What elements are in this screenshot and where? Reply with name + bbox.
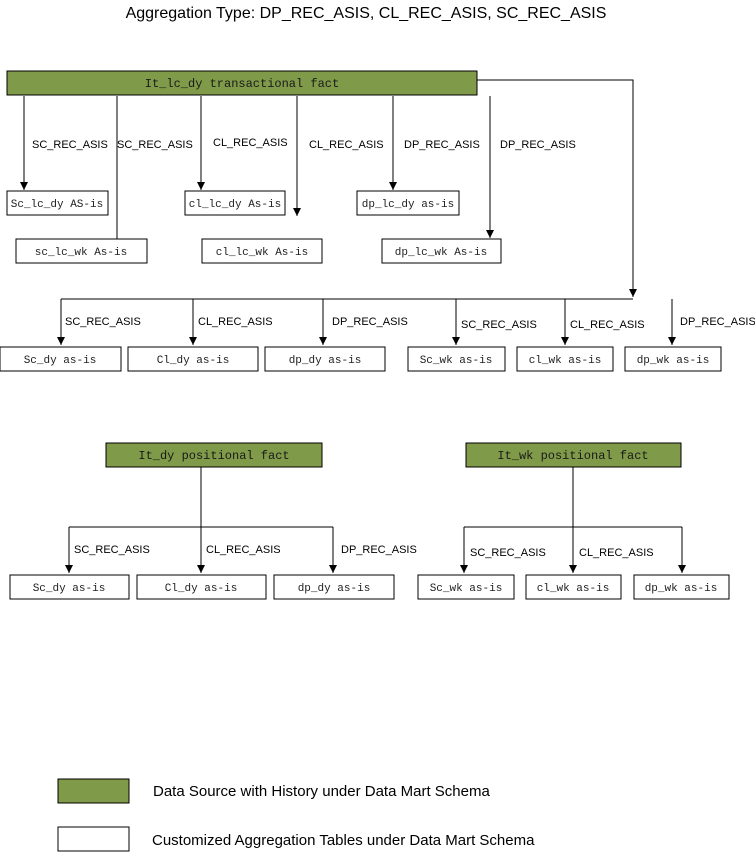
source-node-lc-dy: It_lc_dy transactional fact [6,70,478,96]
source-node-wk: It_wk positional fact [465,442,682,468]
source-node-dy: It_dy positional fact [105,442,323,468]
source-label: It_wk positional fact [497,449,648,463]
table-label: dp_wk as-is [637,355,710,367]
table-node: Sc_wk as-is [417,574,515,600]
edge-label: DP_REC_ASIS [404,139,480,151]
table-node: cl_lc_wk As-is [201,238,323,264]
legend: Data Source with History under Data Mart… [57,778,535,852]
edge-label: CL_REC_ASIS [213,137,288,149]
edge-label: DP_REC_ASIS [680,316,755,328]
edge-label: DP_REC_ASIS [332,316,408,328]
edge-label: SC_REC_ASIS [65,316,141,328]
table-label: Cl_dy as-is [165,583,238,595]
table-label: sc_lc_wk As-is [35,247,127,259]
table-node: sc_lc_wk As-is [15,238,148,264]
diagram-title: Aggregation Type: DP_REC_ASIS, CL_REC_AS… [126,5,607,22]
table-node: Sc_dy as-is [0,346,122,372]
edge-labels: SC_REC_ASIS SC_REC_ASIS CL_REC_ASIS CL_R… [32,137,755,559]
table-node: Sc_lc_dy AS-is [6,190,109,216]
table-node: cl_wk as-is [525,574,622,600]
table-node: cl_lc_dy As-is [184,190,286,216]
table-node: dp_wk as-is [624,346,722,372]
table-label: Sc_lc_dy AS-is [11,199,103,211]
table-node: Sc_wk as-is [407,346,506,372]
table-node: dp_dy as-is [264,346,386,372]
table-label: cl_lc_dy As-is [189,199,281,211]
table-label: Sc_dy as-is [24,355,97,367]
edge-label: DP_REC_ASIS [341,544,417,556]
table-label: cl_lc_wk As-is [216,247,308,259]
table-label: dp_wk as-is [645,583,718,595]
table-label: Sc_dy as-is [33,583,106,595]
edge-label: CL_REC_ASIS [198,316,273,328]
legend-label-source: Data Source with History under Data Mart… [153,783,490,800]
table-node: Cl_dy as-is [136,574,267,600]
table-label: cl_wk as-is [529,355,602,367]
table-node: Sc_dy as-is [9,574,130,600]
table-label: Cl_dy as-is [157,355,230,367]
table-label: dp_dy as-is [289,355,362,367]
edge-label: SC_REC_ASIS [461,319,537,331]
table-label: dp_lc_dy as-is [362,199,454,211]
connectors [20,79,686,573]
table-node: dp_wk as-is [633,574,730,600]
edge-label: SC_REC_ASIS [117,139,193,151]
table-label: Sc_wk as-is [420,355,493,367]
source-label: It_dy positional fact [138,449,289,463]
legend-swatch-source [57,778,130,804]
edge-label: CL_REC_ASIS [206,544,281,556]
edge-label: CL_REC_ASIS [579,547,654,559]
table-node: Cl_dy as-is [127,346,259,372]
table-label: Sc_wk as-is [430,583,503,595]
edge-label: SC_REC_ASIS [32,139,108,151]
table-node: dp_lc_dy as-is [356,190,460,216]
source-label: It_lc_dy transactional fact [145,77,339,91]
table-node: dp_dy as-is [273,574,395,600]
table-label: dp_dy as-is [298,583,371,595]
legend-label-table: Customized Aggregation Tables under Data… [152,832,535,849]
edge-label: DP_REC_ASIS [500,139,576,151]
legend-swatch-table [57,826,130,852]
table-label: dp_lc_wk As-is [395,247,487,259]
table-node: cl_wk as-is [516,346,614,372]
table-label: cl_wk as-is [537,583,610,595]
edge-label: CL_REC_ASIS [309,139,384,151]
edge-label: CL_REC_ASIS [570,319,645,331]
table-node: dp_lc_wk As-is [381,238,502,264]
edge-label: SC_REC_ASIS [74,544,150,556]
edge-label: SC_REC_ASIS [470,547,546,559]
edge-to-lower-row [477,79,637,297]
